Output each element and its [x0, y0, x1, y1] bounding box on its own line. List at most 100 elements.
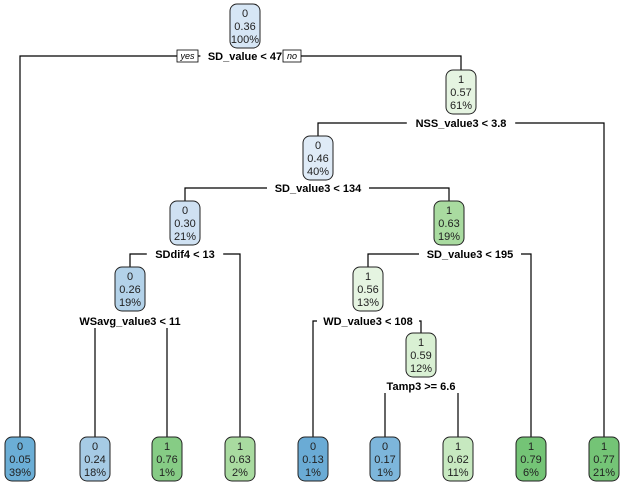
node-class: 1 [458, 74, 464, 86]
split-label-bg [72, 314, 188, 328]
node-pct: 1% [377, 467, 393, 479]
node-pct: 21% [174, 231, 196, 243]
node-class: 0 [92, 441, 98, 453]
no-branch-label: no [282, 49, 302, 63]
node-prob: 0.36 [234, 21, 255, 33]
node-class: 1 [455, 441, 461, 453]
yes-branch-label: yes [176, 49, 199, 63]
leaf-node[interactable]: 10.796% [515, 436, 547, 482]
node-prob: 0.46 [307, 153, 328, 165]
node-box [114, 266, 146, 312]
node-box [4, 436, 36, 482]
node-prob: 0.59 [410, 350, 431, 362]
leaf-node[interactable]: 10.632% [224, 436, 256, 482]
node-prob: 0.63 [438, 218, 459, 230]
no-text: no [287, 51, 297, 61]
node-pct: 13% [357, 297, 379, 309]
node-pct: 21% [593, 467, 615, 479]
node-class: 1 [601, 441, 607, 453]
split-label: Tamp3 >= 6.6 [387, 381, 456, 393]
split-label-bg [200, 49, 290, 63]
node-box [229, 3, 261, 49]
node-class: 0 [310, 441, 316, 453]
split-label: SD_value3 < 134 [275, 183, 362, 195]
node-class: 0 [127, 271, 133, 283]
node-pct: 40% [307, 166, 329, 178]
node-prob: 0.79 [520, 454, 541, 466]
node-class: 1 [446, 205, 452, 217]
node-class: 1 [237, 441, 243, 453]
tree-edges [19, 55, 605, 437]
node-class: 1 [365, 271, 371, 283]
node-box [442, 436, 474, 482]
split-label-bg [419, 247, 521, 261]
node-box [369, 436, 401, 482]
split-label: SDdif4 < 13 [155, 249, 215, 261]
node-box [405, 332, 437, 378]
node-pct: 12% [410, 363, 432, 375]
split-label: SD_value3 < 195 [427, 249, 514, 261]
node-pct: 100% [231, 34, 259, 46]
node-box [169, 200, 201, 246]
node-box [588, 436, 620, 482]
node-box [224, 436, 256, 482]
node-prob: 0.13 [302, 454, 323, 466]
node-pct: 19% [438, 231, 460, 243]
node-class: 0 [382, 441, 388, 453]
node-prob: 0.57 [450, 87, 471, 99]
node-pct: 61% [450, 100, 472, 112]
node-class: 1 [418, 337, 424, 349]
split-label-bg [379, 379, 463, 393]
node-box [433, 200, 465, 246]
node-class: 0 [182, 205, 188, 217]
node-class: 0 [17, 441, 23, 453]
edge-n53 [384, 385, 459, 437]
split-label: WD_value3 < 108 [323, 316, 413, 328]
node-prob: 0.56 [357, 284, 378, 296]
split-label-bg [267, 181, 369, 195]
node-pct: 18% [84, 467, 106, 479]
node-prob: 0.63 [229, 454, 250, 466]
yes-box [176, 49, 199, 63]
node-box [297, 436, 329, 482]
node-class: 1 [164, 441, 170, 453]
node-prob: 0.30 [174, 218, 195, 230]
node-box [445, 69, 477, 115]
split-label: NSS_value3 < 3.8 [416, 118, 507, 130]
node-box [302, 135, 334, 181]
node-pct: 19% [119, 297, 141, 309]
node-box [79, 436, 111, 482]
node-class: 0 [315, 140, 321, 152]
yes-text: yes [179, 51, 195, 61]
node-pct: 39% [9, 467, 31, 479]
node-class: 1 [528, 441, 534, 453]
node-prob: 0.17 [374, 454, 395, 466]
leaf-node[interactable]: 00.171% [369, 436, 401, 482]
node-prob: 0.24 [84, 454, 105, 466]
split-label-bg [317, 314, 419, 328]
leaf-node[interactable]: 00.131% [297, 436, 329, 482]
node-pct: 2% [232, 467, 248, 479]
node-pct: 1% [159, 467, 175, 479]
node-pct: 1% [305, 467, 321, 479]
node-box [151, 436, 183, 482]
node-box [515, 436, 547, 482]
leaf-node[interactable]: 10.761% [151, 436, 183, 482]
node-class: 0 [242, 8, 248, 20]
split-label-bg [406, 116, 516, 130]
node-prob: 0.77 [593, 454, 614, 466]
node-pct: 11% [447, 467, 468, 479]
node-prob: 0.76 [156, 454, 177, 466]
